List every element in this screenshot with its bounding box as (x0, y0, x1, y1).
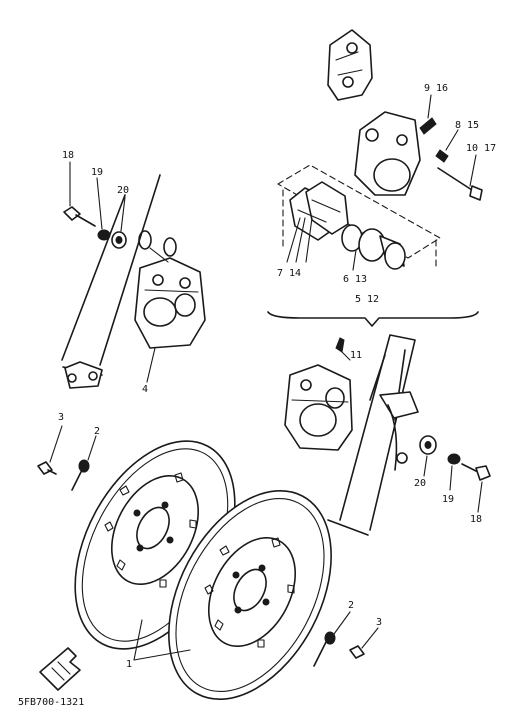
callout-11: 11 (350, 350, 362, 361)
callout-10-17: 10 17 (466, 143, 496, 154)
callout-1: 1 (126, 659, 132, 670)
right-fork-leg (327, 334, 419, 536)
caliper-right (284, 337, 353, 451)
callout-19-right: 19 (442, 494, 454, 505)
brake-disc-right (168, 489, 332, 701)
callout-8-15: 8 15 (455, 120, 479, 131)
front-arrow-icon (39, 647, 81, 691)
callout-3-right: 3 (376, 617, 382, 628)
callout-2-left: 2 (94, 426, 100, 437)
callout-7-14: 7 14 (277, 268, 301, 279)
callout-20-right: 20 (414, 478, 426, 489)
left-fork-leg (61, 174, 161, 389)
callout-20-left: 20 (117, 185, 129, 196)
callout-18-left: 18 (62, 150, 74, 161)
left-caliper-bolt-set (63, 161, 127, 249)
disc-bolt-set-left (37, 425, 97, 491)
pad-piston-group (267, 164, 479, 327)
disc-bolt-set-right (313, 611, 379, 667)
callout-18-right: 18 (470, 514, 482, 525)
callout-19-left: 19 (91, 167, 103, 178)
diagram-code: 5FB700-1321 (18, 697, 84, 708)
callout-3-left: 3 (58, 412, 64, 423)
callout-4: 4 (142, 384, 148, 395)
disc-leader (133, 619, 191, 661)
callout-2-right: 2 (348, 600, 354, 611)
callout-6-13: 6 13 (343, 274, 367, 285)
callout-9-16: 9 16 (424, 83, 448, 94)
right-caliper-bolt-set (419, 435, 491, 513)
caliper-left (134, 230, 206, 383)
callout-5-12: 5 12 (355, 294, 379, 305)
caliper-upper-exploded (327, 29, 483, 201)
